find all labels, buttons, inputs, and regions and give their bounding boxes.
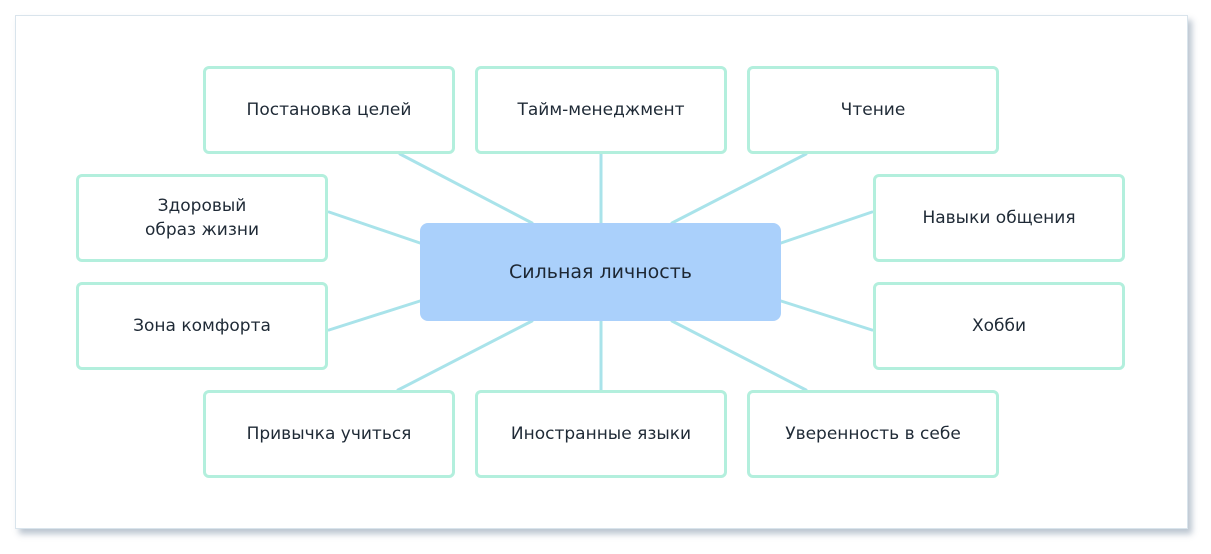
connector-healthy-lifestyle bbox=[327, 210, 422, 245]
node-reading: Чтение bbox=[747, 66, 999, 154]
central-node: Сильная личность bbox=[420, 223, 781, 321]
connector-goal-setting bbox=[398, 152, 534, 225]
node-healthy-lifestyle: Здоровый образ жизни bbox=[76, 174, 328, 262]
connector-hobby bbox=[779, 299, 874, 332]
connector-learning-habit bbox=[396, 319, 534, 392]
connector-comfort-zone bbox=[327, 299, 422, 332]
node-goal-setting: Постановка целей bbox=[203, 66, 455, 154]
node-learning-habit: Привычка учиться bbox=[203, 390, 455, 478]
connector-communication-skills bbox=[779, 210, 874, 245]
node-time-management: Тайм-менеджмент bbox=[475, 66, 727, 154]
node-foreign-languages: Иностранные языки bbox=[475, 390, 727, 478]
connector-reading bbox=[670, 152, 808, 225]
connector-self-confidence bbox=[670, 319, 808, 392]
node-self-confidence: Уверенность в себе bbox=[747, 390, 999, 478]
node-communication-skills: Навыки общения bbox=[873, 174, 1125, 262]
node-hobby: Хобби bbox=[873, 282, 1125, 370]
node-comfort-zone: Зона комфорта bbox=[76, 282, 328, 370]
